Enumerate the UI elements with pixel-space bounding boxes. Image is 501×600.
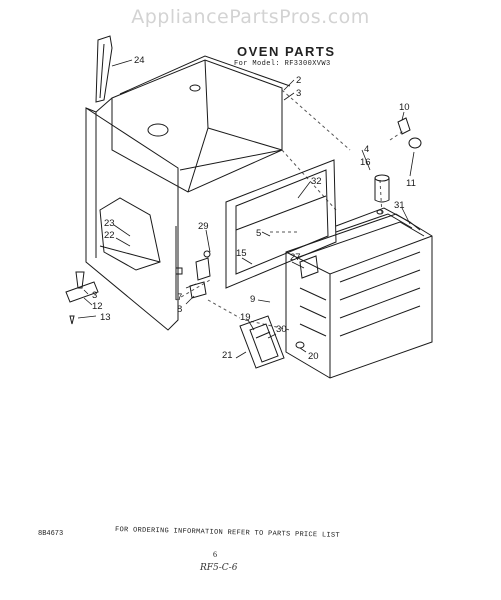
- part-3-12-13-leg: [65, 271, 99, 325]
- callout-22: 22: [104, 230, 115, 241]
- heating-element: [335, 207, 421, 233]
- part-10-11-knob: [397, 117, 422, 149]
- callout-13: 13: [100, 312, 111, 323]
- callout-11: 11: [406, 178, 416, 189]
- callout-4: 4: [364, 144, 369, 155]
- oven-cabinet: [85, 55, 291, 331]
- model-subtitle: For Model: RF3300XVW3: [234, 60, 331, 68]
- callout-24: 24: [134, 55, 145, 66]
- callout-30: 30: [276, 324, 287, 335]
- callout-15: 15: [236, 248, 247, 259]
- callout-9: 9: [250, 294, 255, 305]
- callout-29: 29: [198, 221, 209, 232]
- callout-3-leg: 3: [92, 290, 97, 301]
- callout-21: 21: [222, 350, 233, 361]
- part-19-30-21-bracket: [239, 315, 285, 369]
- callout-7: 7: [177, 292, 182, 303]
- callout-31: 31: [394, 200, 405, 211]
- part-24-trim-strip: [95, 35, 113, 103]
- callout-10: 10: [399, 102, 410, 113]
- part-16-cylinder: [374, 174, 390, 203]
- callout-5: 5: [256, 228, 261, 239]
- footer-code: 8B4673: [38, 530, 64, 538]
- part-7-8-brackets: [175, 250, 211, 299]
- page-number: 6: [213, 550, 217, 559]
- callout-labels: 24 2 3 4 16 10 5 11 32 31 27 29 23 22 15…: [92, 55, 416, 362]
- callout-19: 19: [240, 312, 251, 323]
- part-27-bracket: [299, 255, 319, 279]
- callout-20: 20: [308, 351, 319, 362]
- callout-23: 23: [104, 218, 115, 229]
- callout-12: 12: [92, 301, 103, 312]
- part-20-screw: [295, 341, 305, 349]
- callout-2: 2: [296, 75, 301, 86]
- callout-8: 8: [177, 304, 182, 315]
- callout-32: 32: [311, 176, 322, 187]
- watermark: AppliancePartsPros.com: [131, 6, 370, 28]
- diagram-title: OVEN PARTS: [237, 44, 336, 59]
- callout-3-top: 3: [296, 88, 301, 99]
- callout-16: 16: [360, 157, 371, 168]
- part-5-front-frame: [225, 159, 337, 289]
- callout-27: 27: [290, 252, 301, 263]
- handwritten-page-code: RF5-C-6: [200, 563, 238, 573]
